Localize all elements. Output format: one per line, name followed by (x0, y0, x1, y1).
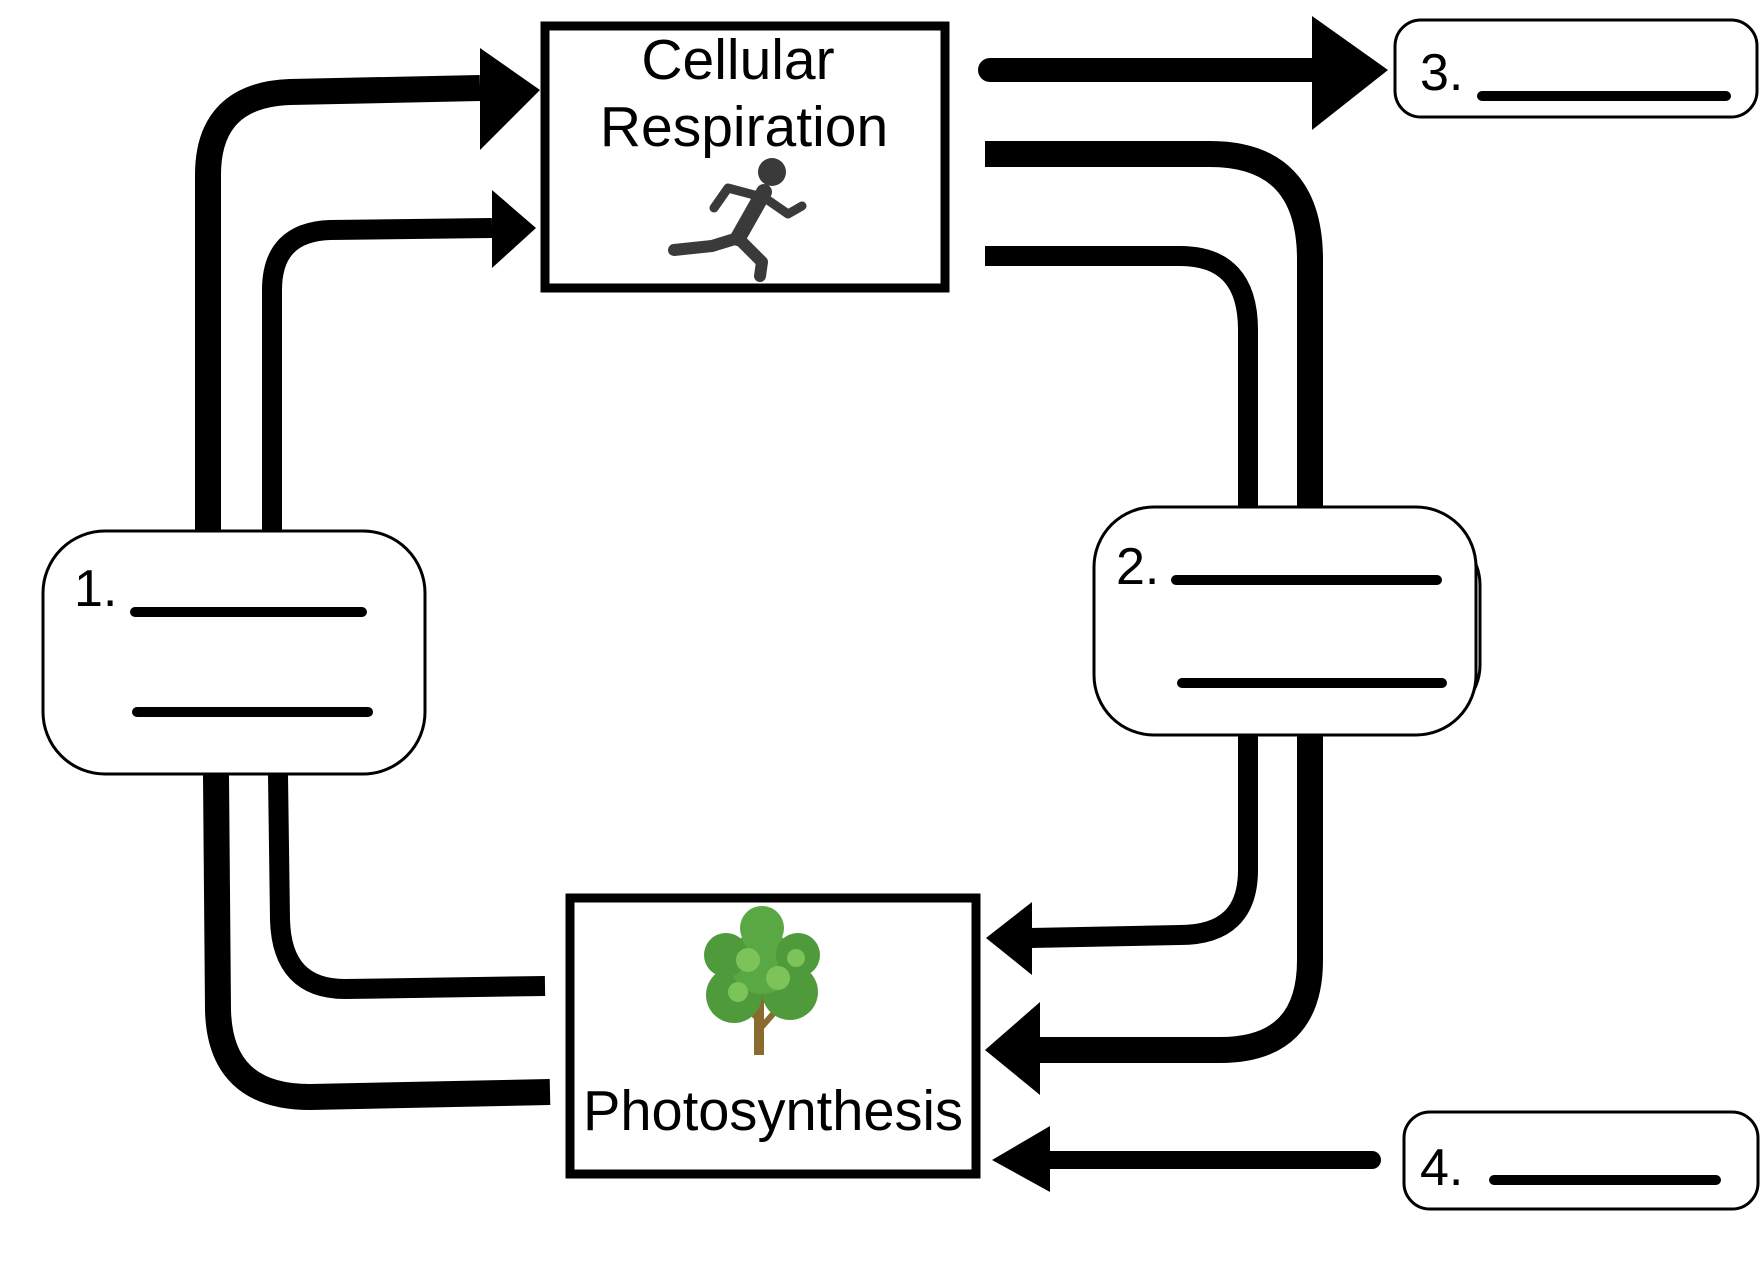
cellular-respiration-box: Cellular Respiration (540, 21, 950, 293)
blank-1-label: 1. (74, 560, 117, 618)
arrow-respiration-to-blank2-outer (985, 141, 1323, 510)
arrow-respiration-to-blank3 (978, 16, 1388, 130)
blank-3-label: 3. (1420, 44, 1463, 102)
running-person-icon (668, 158, 807, 282)
blank-3-box: 3. (1393, 18, 1759, 119)
arrow-photosynthesis-to-blank1-outer (203, 774, 551, 1111)
photosynthesis-box: Photosynthesis (565, 893, 981, 1179)
arrow-blank2-to-photosynthesis-outer (985, 735, 1323, 1095)
arrow-respiration-to-blank2-inner (985, 246, 1258, 510)
arrow-blank2-to-photosynthesis-inner (986, 735, 1258, 975)
cellular-respiration-title-line2: Respiration (600, 95, 888, 159)
arrow-blank1-to-respiration-inner (262, 190, 536, 530)
photosynthesis-title: Photosynthesis (583, 1079, 963, 1143)
blank-4-label: 4. (1420, 1139, 1463, 1197)
cellular-respiration-title-line1: Cellular (641, 28, 834, 92)
arrow-photosynthesis-to-blank1-inner (268, 774, 546, 1000)
blank-1-box: 1. (41, 529, 427, 776)
blank-2-label: 2. (1116, 538, 1159, 596)
arrow-blank1-to-respiration-outer (195, 48, 540, 530)
arrow-blank4-to-photosynthesis (992, 1126, 1381, 1192)
blank-2-box: 2. (1092, 505, 1482, 737)
tree-icon (704, 906, 820, 1055)
blank-4-box: 4. (1402, 1110, 1760, 1211)
